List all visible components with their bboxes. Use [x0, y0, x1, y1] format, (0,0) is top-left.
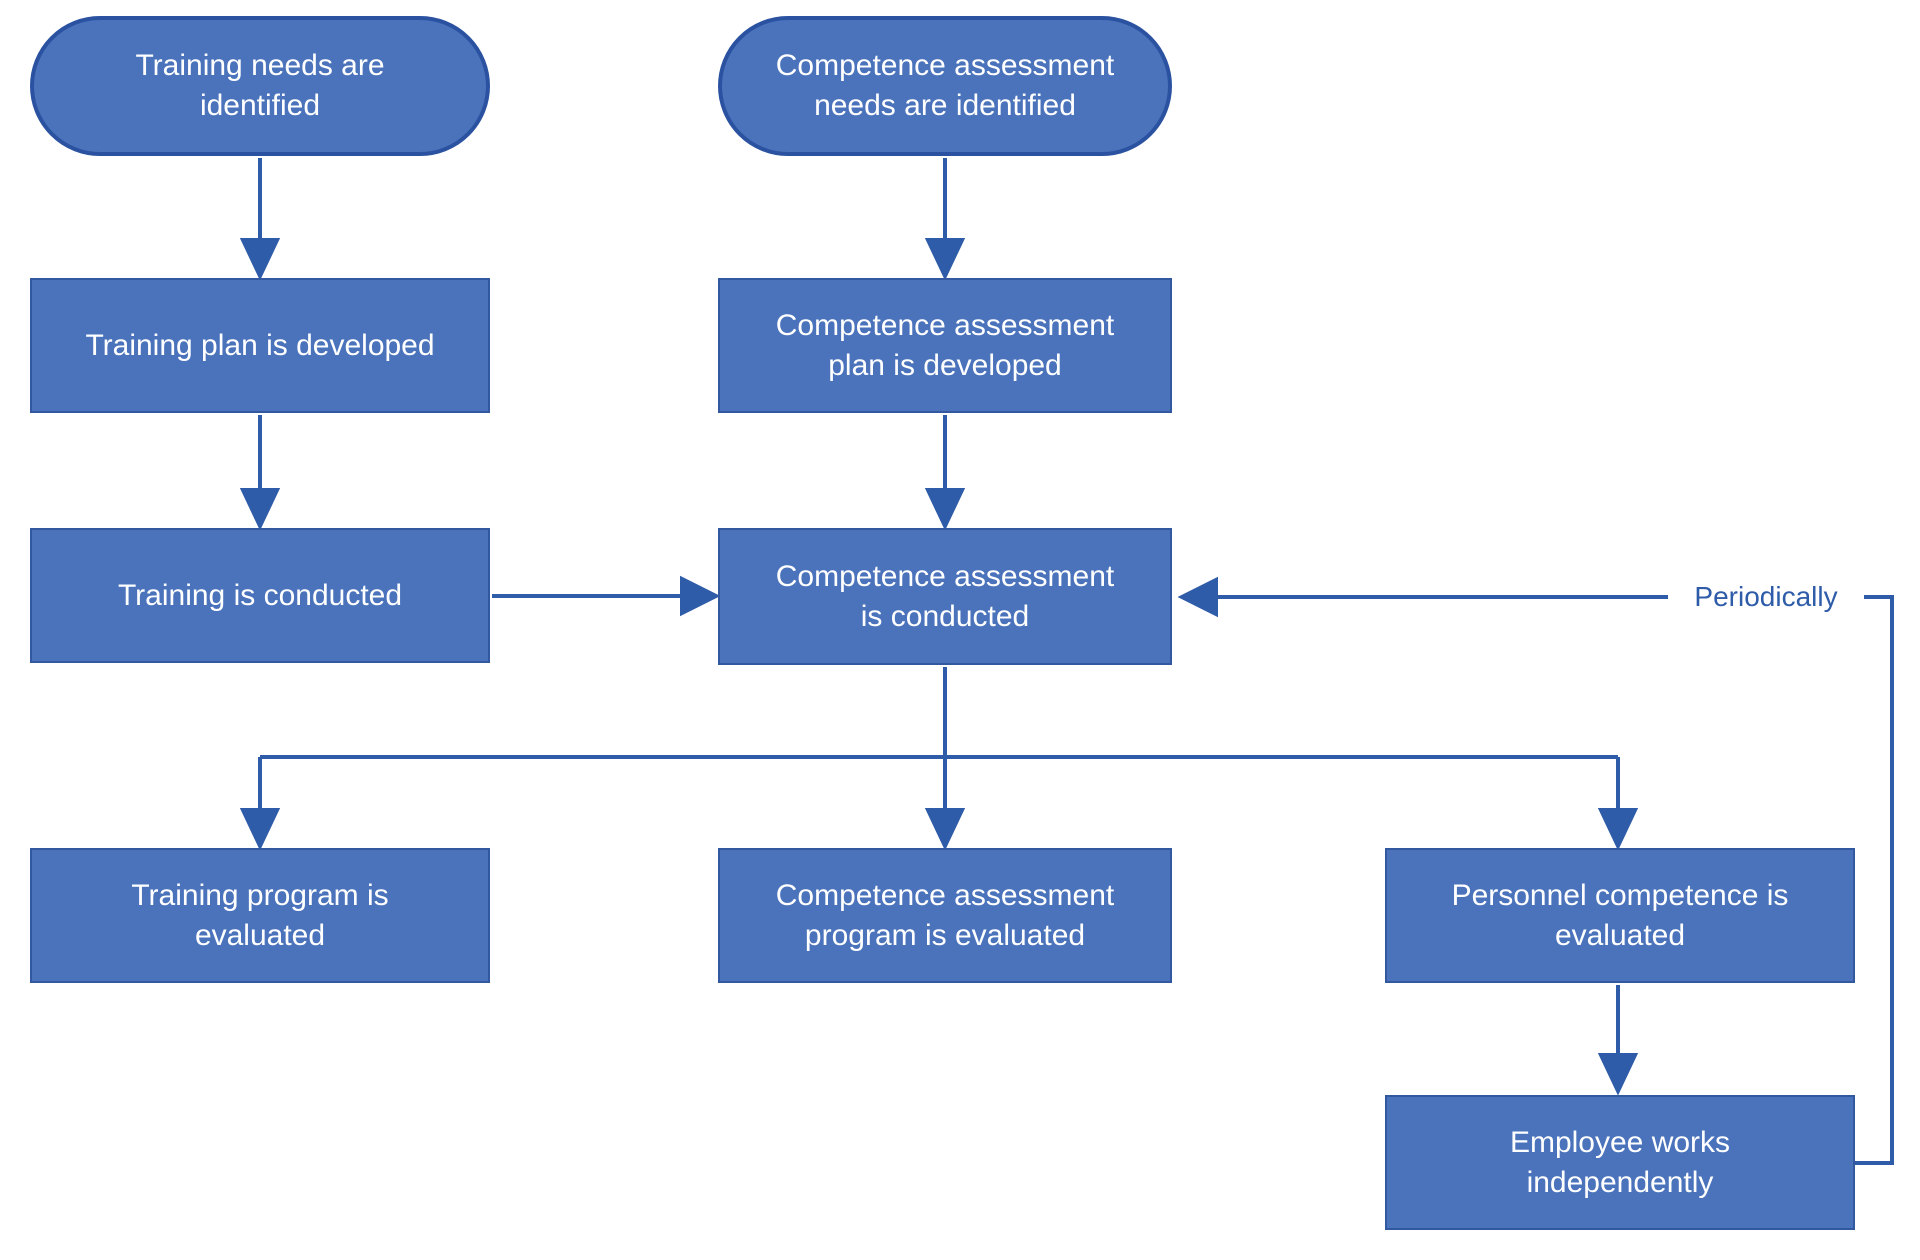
arrow-training-needs-to-plan — [239, 158, 281, 281]
arrow-ca-needs-to-plan — [924, 158, 966, 281]
node-training-plan-developed: Training plan is developed — [30, 278, 490, 413]
node-label: Training is conducted — [117, 578, 403, 612]
arrow-training-to-ca-conducted — [492, 575, 721, 617]
node-label: Training program is evaluated — [131, 878, 389, 952]
node-personnel-competence-evaluated: Personnel competence is evaluated — [1385, 848, 1855, 983]
node-label: Competence assessment plan is developed — [775, 308, 1115, 382]
node-employee-works-independently: Employee works independently — [1385, 1095, 1855, 1230]
node-ca-conducted: Competence assessment is conducted — [718, 528, 1172, 665]
node-training-conducted: Training is conducted — [30, 528, 490, 663]
node-label: Training needs are identified — [135, 49, 385, 122]
arrow-training-plan-to-conducted — [239, 415, 281, 531]
node-label: Personnel competence is evaluated — [1451, 878, 1789, 952]
node-label: Employee works independently — [1509, 1125, 1731, 1199]
arrow-ca-plan-to-conducted — [924, 415, 966, 531]
node-label: Competence assessment needs are identifi… — [775, 49, 1115, 122]
node-label: Training plan is developed — [85, 328, 435, 362]
node-ca-needs-identified: Competence assessment needs are identifi… — [718, 16, 1172, 156]
node-training-needs-identified: Training needs are identified — [30, 16, 490, 156]
edge-label-periodically: Periodically — [1668, 576, 1864, 618]
arrow-personnel-to-employee — [1597, 985, 1639, 1096]
node-ca-program-evaluated: Competence assessment program is evaluat… — [718, 848, 1172, 983]
node-label: Competence assessment program is evaluat… — [775, 878, 1115, 952]
branch-ca-conducted — [239, 667, 1639, 851]
node-label: Competence assessment is conducted — [775, 559, 1115, 633]
node-ca-plan-developed: Competence assessment plan is developed — [718, 278, 1172, 413]
node-training-program-evaluated: Training program is evaluated — [30, 848, 490, 983]
